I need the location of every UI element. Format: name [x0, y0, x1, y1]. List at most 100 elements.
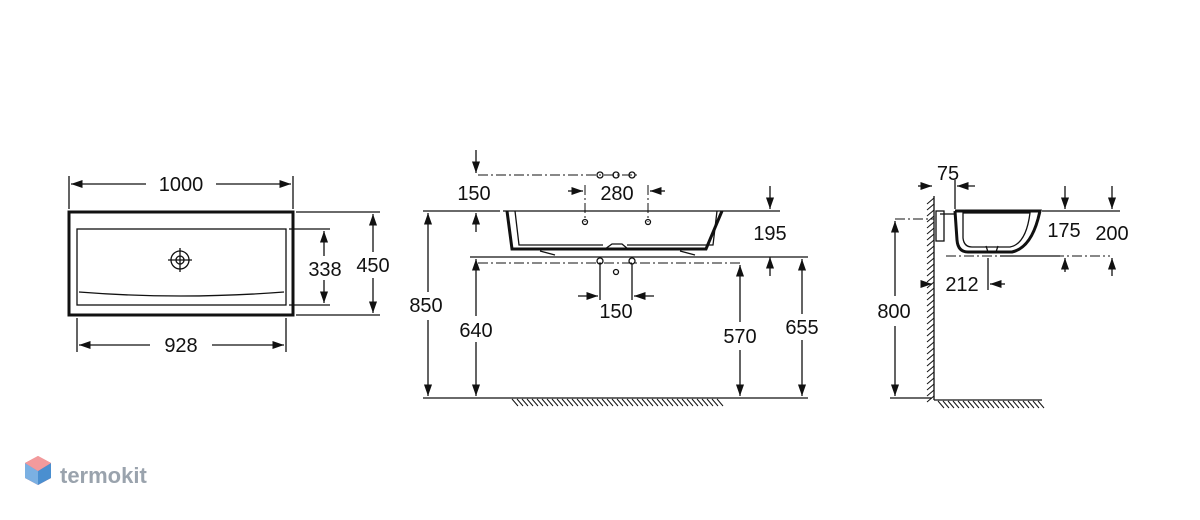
hatch-line: [947, 400, 955, 409]
dim-waste-height: 570: [723, 326, 756, 348]
hatch-line: [926, 251, 935, 259]
hatch-line: [926, 377, 935, 385]
logo-text: termokit: [60, 463, 147, 488]
hatch-line: [531, 398, 539, 407]
hatch-line: [926, 281, 935, 289]
dim-waste-spacing: 150: [599, 301, 632, 323]
hatch-line: [696, 398, 704, 407]
dim-total-depth: 200: [1095, 223, 1128, 245]
hatch-line: [616, 398, 624, 407]
hatch-line: [686, 398, 694, 407]
hatch-line: [992, 400, 1000, 409]
dim-overall-depth: 450: [356, 255, 389, 277]
hatch-line: [681, 398, 689, 407]
tap-hole-mark: [628, 171, 636, 179]
tap-hole-symbol: [168, 248, 192, 272]
hatch-line: [551, 398, 559, 407]
basin-side-profile: [953, 209, 1042, 254]
hatch-line: [566, 398, 574, 407]
hatch-line: [926, 293, 935, 301]
hatch-line: [546, 398, 554, 407]
hatch-line: [1012, 400, 1020, 409]
wall-bracket: [935, 210, 945, 242]
hatch-line: [926, 353, 935, 361]
hatch-line: [926, 233, 935, 241]
hatch-line: [926, 203, 935, 211]
front-view: 150 280 195 150 850 640 570: [409, 150, 819, 407]
hatch-line: [926, 227, 935, 235]
hatch-line: [516, 398, 524, 407]
hatch-line: [1032, 400, 1040, 409]
hatch-line: [926, 383, 935, 391]
top-view: 1000 928 338 450: [67, 174, 390, 357]
hatch-line: [977, 400, 985, 409]
hatch-line: [926, 275, 935, 283]
hatch-line: [926, 305, 935, 313]
hatch-line: [926, 323, 935, 331]
hatch-line: [926, 245, 935, 253]
hatch-line: [997, 400, 1005, 409]
hatch-line: [926, 341, 935, 349]
basin-slope-line: [78, 291, 285, 297]
hatch-line: [666, 398, 674, 407]
hatch-line: [676, 398, 684, 407]
hatch-line: [521, 398, 529, 407]
dim-wall-gap: 75: [937, 163, 959, 185]
hatch-line: [926, 221, 935, 229]
basin-profile: [505, 210, 724, 251]
tap-hole-mark: [596, 171, 604, 179]
hatch-line: [561, 398, 569, 407]
hatch-line: [926, 287, 935, 295]
hatch-line: [926, 329, 935, 337]
dim-inner-width: 928: [164, 335, 197, 357]
hatch-line: [926, 197, 935, 205]
hatch-line: [536, 398, 544, 407]
hatch-line: [926, 257, 935, 265]
dim-tap-offset: 150: [457, 183, 490, 205]
hatch-line: [926, 209, 935, 217]
hexagon-logo-icon: [25, 456, 51, 485]
hatch-line: [711, 398, 719, 407]
hatch-line: [1022, 400, 1030, 409]
hatch-line: [691, 398, 699, 407]
hatch-line: [576, 398, 584, 407]
hatch-line: [972, 400, 980, 409]
hatch-line: [967, 400, 975, 409]
hatch-line: [641, 398, 649, 407]
hatch-line: [1017, 400, 1025, 409]
wall-hatching: [926, 197, 935, 403]
hatch-line: [636, 398, 644, 407]
dim-bracket-height: 655: [785, 317, 818, 339]
hatch-line: [942, 400, 950, 409]
basin-outline: [67, 210, 295, 317]
hatch-line: [651, 398, 659, 407]
hatch-line: [586, 398, 594, 407]
dim-underside-height: 640: [459, 320, 492, 342]
hatch-line: [626, 398, 634, 407]
basin-inner-outline: [76, 228, 287, 306]
hatch-line: [926, 335, 935, 343]
hatch-line: [591, 398, 599, 407]
dim-tap-spacing: 280: [600, 183, 633, 205]
hatch-line: [926, 347, 935, 355]
hatch-line: [982, 400, 990, 409]
hatch-line: [952, 400, 960, 409]
hatch-line: [606, 398, 614, 407]
hatch-line: [926, 263, 935, 271]
dim-rim-height: 850: [409, 295, 442, 317]
hatch-line: [987, 400, 995, 409]
tap-hole-mark: [612, 171, 620, 179]
hatch-line: [926, 395, 935, 403]
hatch-line: [1027, 400, 1035, 409]
hatch-line: [957, 400, 965, 409]
hatch-line: [926, 215, 935, 223]
hatch-line: [926, 311, 935, 319]
hatch-line: [631, 398, 639, 407]
hatch-line: [526, 398, 534, 407]
hatch-line: [511, 398, 519, 407]
hatch-line: [926, 365, 935, 373]
hatch-line: [926, 317, 935, 325]
hatch-line: [541, 398, 549, 407]
hatch-line: [937, 400, 945, 409]
hatch-line: [701, 398, 709, 407]
